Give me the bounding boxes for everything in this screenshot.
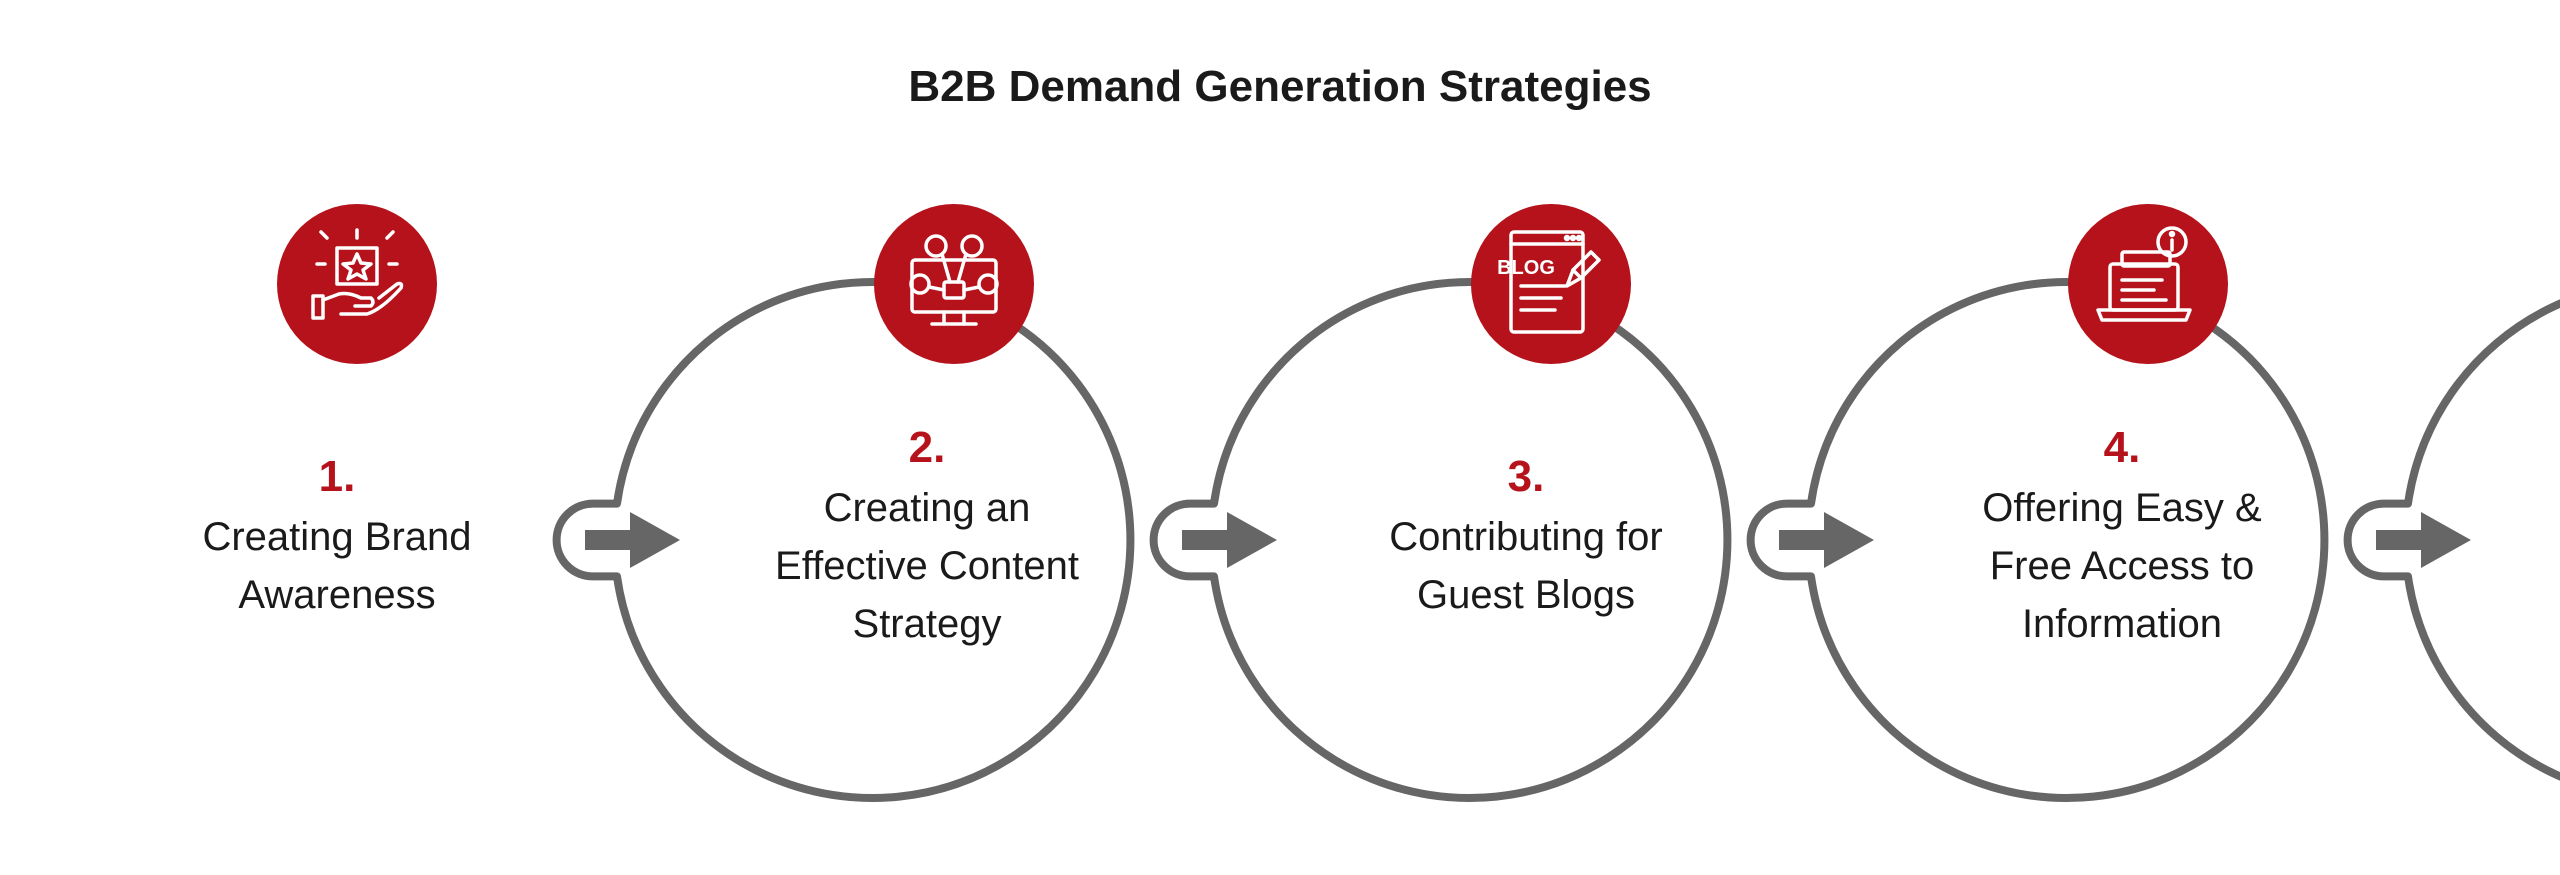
step-4-text: 4. Offering Easy & Free Access to Inform… <box>1932 423 2312 653</box>
step-1-number: 1. <box>318 452 356 501</box>
step-3-label: Contributing for Guest Blogs <box>1389 515 1663 617</box>
step-3-text: 3. Contributing for Guest Blogs <box>1336 452 1716 624</box>
step-4-group <box>2068 204 2560 781</box>
step-1-ring <box>552 278 1135 802</box>
step-3-icon-badge <box>1471 204 1631 364</box>
step-1-label: Creating Brand Awareness <box>202 515 472 617</box>
step-1-text: 1. Creating Brand Awareness <box>147 452 527 624</box>
step-3-ring <box>1746 278 2329 802</box>
step-2-arrow-head <box>1227 512 1277 568</box>
step-2-icon-badge <box>874 204 1034 364</box>
step-1-arrow-head <box>630 512 680 568</box>
step-4-arrow-head <box>2421 512 2471 568</box>
step-4-ring <box>2343 299 2560 781</box>
step-2-number: 2. <box>908 423 946 472</box>
step-2-group <box>874 204 1732 802</box>
laptop-info-icon <box>2096 226 2192 322</box>
step-3-arrow-head <box>1824 512 1874 568</box>
step-3-number: 3. <box>1507 452 1545 501</box>
step-4-number: 4. <box>2103 423 2141 472</box>
step-4-icon-badge <box>2068 204 2228 364</box>
blog-pencil-icon <box>1509 230 1601 334</box>
step-2-label: Creating an Effective Content Strategy <box>775 486 1079 646</box>
step-2-text: 2. Creating an Effective Content Strateg… <box>737 423 1117 653</box>
monitor-content-network-icon <box>909 234 999 326</box>
step-1-group <box>277 204 1135 802</box>
step-4-label: Offering Easy & Free Access to Informati… <box>1982 486 2262 646</box>
blog-icon-label: BLOG <box>1497 257 1555 279</box>
step-3-group: BLOG <box>1471 204 2329 802</box>
hand-star-badge-icon <box>311 228 404 320</box>
diagram-title: B2B Demand Generation Strategies <box>908 62 1652 111</box>
step-2-ring <box>1149 278 1732 802</box>
